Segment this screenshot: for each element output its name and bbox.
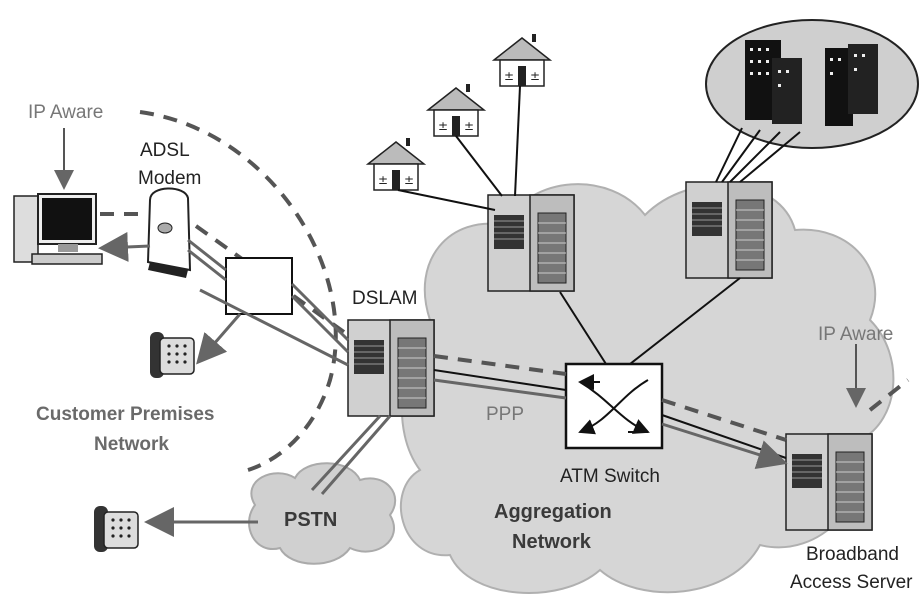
atm-switch-label: ATM Switch xyxy=(560,466,660,487)
aggregation-network-label: Network xyxy=(512,531,592,553)
house-icon-2 xyxy=(427,83,485,137)
house-links xyxy=(397,85,521,211)
bas-rack xyxy=(785,433,873,531)
ppp-label: PPP xyxy=(486,404,524,425)
pstn-cloud xyxy=(248,462,397,565)
cpe-lines xyxy=(98,231,392,537)
ip-dashed-paths xyxy=(100,212,910,442)
rack-server-1 xyxy=(487,194,575,292)
bas-label-1: Broadband xyxy=(806,544,899,565)
ip-aware-right-label: IP Aware xyxy=(818,324,893,345)
phone-icon-customer xyxy=(149,331,195,379)
adsl-label: ADSL xyxy=(140,140,190,161)
ip-aware-left-label: IP Aware xyxy=(28,102,103,123)
customer-boundary xyxy=(139,110,338,472)
ppp-path xyxy=(433,378,788,470)
dslam-rack xyxy=(347,319,435,417)
office-buildings-icon xyxy=(745,40,878,126)
office-bubble xyxy=(705,19,919,149)
bas-label-2: Access Server xyxy=(790,572,913,593)
customer-premises-label: Customer Premises xyxy=(36,404,214,425)
computer-icon xyxy=(13,193,103,265)
house-icon-3 xyxy=(367,137,425,191)
splitter-box xyxy=(225,257,293,315)
aggregation-label: Aggregation xyxy=(494,501,612,523)
modem-label: Modem xyxy=(138,168,201,189)
dslam-label: DSLAM xyxy=(352,288,417,309)
rack-server-2 xyxy=(685,181,773,279)
phone-icon-pstn xyxy=(93,505,139,553)
office-links xyxy=(715,127,801,183)
pstn-label: PSTN xyxy=(284,509,337,531)
customer-network-label: Network xyxy=(94,434,169,455)
atm-switch-icon xyxy=(564,362,664,450)
adsl-modem-icon xyxy=(146,187,192,278)
house-icon-1 xyxy=(493,33,551,87)
atm-links xyxy=(433,277,787,459)
